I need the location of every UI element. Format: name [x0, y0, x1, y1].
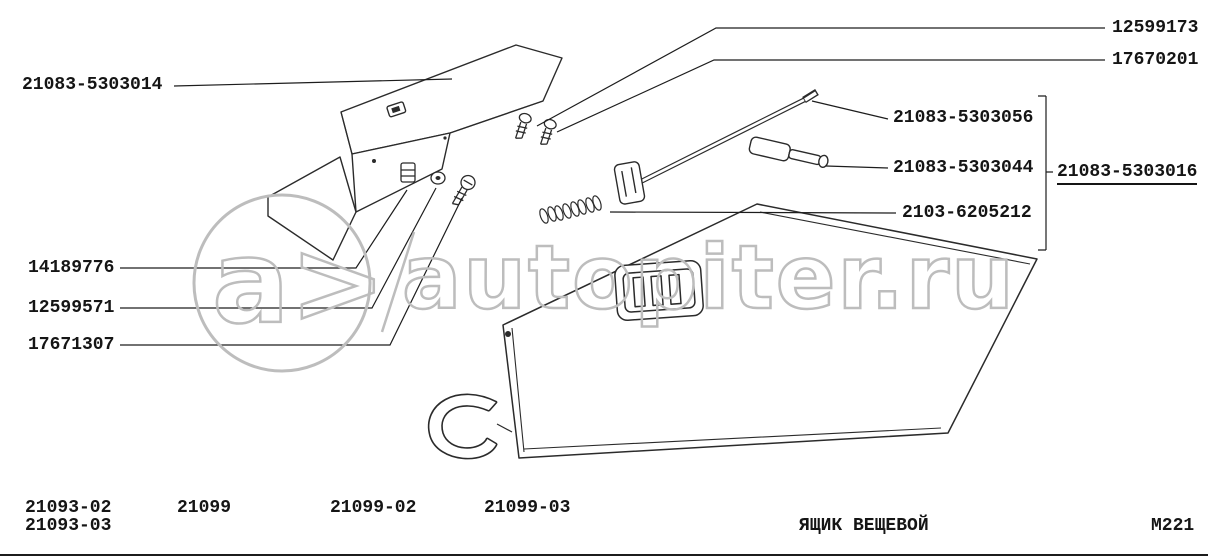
clip-nut-icon [400, 162, 416, 183]
model-code-21099: 21099 [177, 498, 232, 518]
spring-drawing [539, 195, 602, 224]
part-label-5303016-assembly: 21083-5303016 [1057, 162, 1198, 185]
part-label-14189776: 14189776 [28, 258, 115, 278]
part-label-6205212: 2103-6205212 [902, 203, 1032, 223]
page-bottom-rule [0, 554, 1208, 556]
part-label-17671307: 17671307 [28, 335, 115, 355]
rod-drawing [630, 89, 819, 189]
model-code-21099-02: 21099-02 [330, 498, 417, 518]
fastener-icons-middle [400, 162, 476, 206]
part-label-12599571: 12599571 [28, 298, 115, 318]
screw-icons-top [514, 112, 557, 145]
part-label-5303014: 21083-5303014 [22, 75, 163, 95]
watermark-slash [380, 231, 416, 333]
watermark-logo-circle [192, 193, 372, 373]
watermark-logo-text: a> [212, 216, 386, 350]
diagram-title: ЯЩИК ВЕЩЕВОЙ [799, 516, 929, 536]
part-label-12599173: 12599173 [1112, 18, 1199, 38]
model-code-21099-03: 21099-03 [484, 498, 571, 518]
part-label-17670201: 17670201 [1112, 50, 1199, 70]
watermark-site-text: autopiter.ru [402, 226, 1016, 329]
part-label-5303044: 21083-5303044 [893, 158, 1034, 178]
hook-bracket-drawing [427, 393, 513, 460]
model-code-21093-03: 21093-03 [25, 516, 112, 536]
leader-lines [120, 27, 1105, 346]
group-bracket [1038, 95, 1053, 251]
buffer-cylinder-drawing [748, 136, 829, 168]
screw-icon [451, 174, 476, 206]
latch-guide-drawing [613, 161, 646, 205]
part-label-5303056: 21083-5303056 [893, 108, 1034, 128]
glovebox-door-drawing [502, 203, 1038, 459]
watermark: a> autopiter.ru [192, 193, 1016, 373]
sheet-code: M221 [1151, 516, 1195, 536]
model-code-21093-02: 21093-02 [25, 498, 112, 518]
door-handle-drawing [614, 259, 704, 322]
